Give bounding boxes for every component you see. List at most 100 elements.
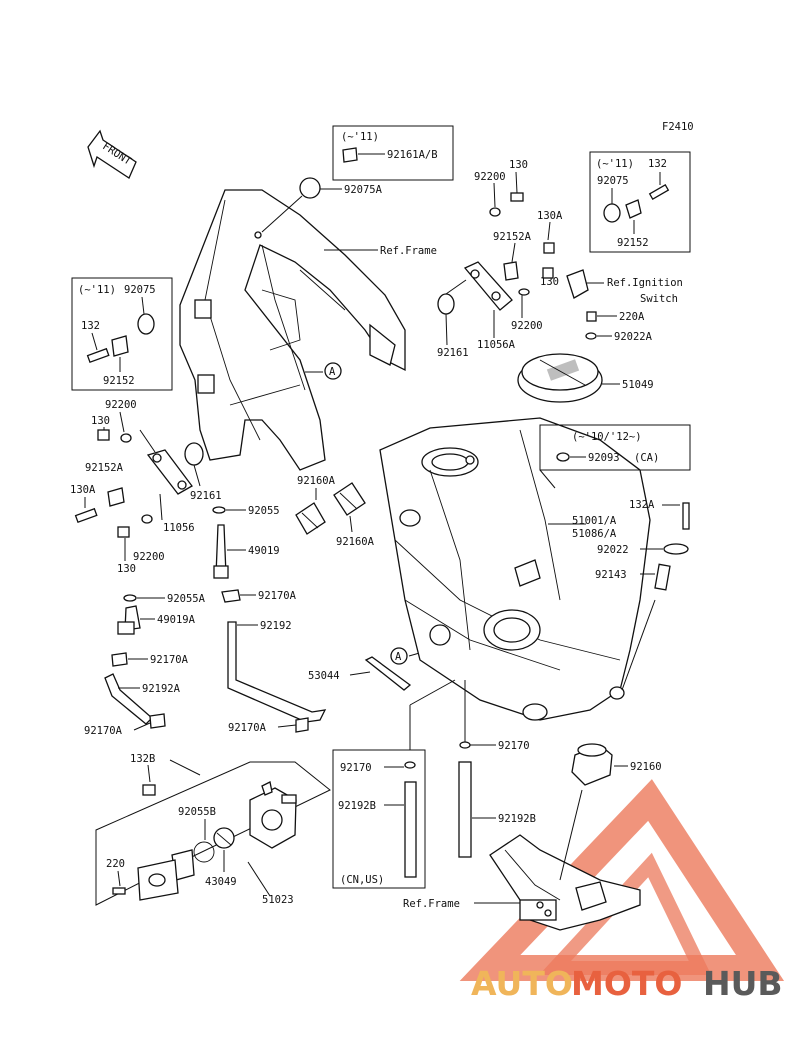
svg-text:MOTO: MOTO [571,964,682,1003]
fuel-tap-51023 [249,781,297,849]
ref-frame-label: Ref.Frame [380,245,437,257]
svg-text:92152A: 92152A [493,231,532,243]
box-fuel-tap [95,761,331,906]
bolt-130-left2 [117,526,130,538]
hose-92192 [227,621,327,723]
svg-text:A: A [395,651,402,663]
svg-text:92170A: 92170A [150,654,189,666]
svg-text:(CN,US): (CN,US) [340,874,384,886]
clamp-92170-right [459,741,471,749]
screw-220 [112,887,126,895]
svg-text:AUTO: AUTO [471,964,573,1003]
svg-text:92170: 92170 [498,740,530,752]
clamp-92170A-4 [295,717,309,733]
figure-code: F2410 [662,121,694,133]
watermark-text: AUTO MOTO HUB [471,964,783,1003]
svg-text:132A: 132A [629,499,655,511]
gasket-92093 [556,452,570,462]
svg-text:92075: 92075 [124,284,156,296]
washer-92022 [663,543,689,555]
box-top-center-note: (~'11) [341,131,379,143]
label-92161AB: 92161A/B [387,149,438,161]
svg-text:92152A: 92152A [85,462,124,474]
hose-92192B-right [458,761,472,858]
svg-text:130: 130 [117,563,136,575]
frame-drawing [179,189,406,471]
svg-text:51049: 51049 [622,379,654,391]
fuel-cap-51049 [517,353,603,403]
ref-frame-bottom-label: Ref.Frame [403,898,460,910]
svg-text:132: 132 [648,158,667,170]
cap-pad-icon [342,147,358,163]
ignition-switch-icon [566,269,589,299]
pad-53044 [364,656,412,691]
washer-92200-left [120,433,132,443]
bolt-132A [682,502,690,530]
box-top-right [589,151,691,253]
clamp-92170A-2 [111,652,128,667]
svg-text:43049: 43049 [205,876,237,888]
svg-text:92143: 92143 [595,569,627,581]
svg-text:(CA): (CA) [634,452,659,464]
bolt-132B [142,784,156,796]
svg-text:92200: 92200 [474,171,506,183]
svg-text:51086/A: 51086/A [572,528,617,540]
svg-text:92075: 92075 [597,175,629,187]
svg-text:Ref.Ignition: Ref.Ignition [607,277,683,289]
bolt-132-left [86,347,110,364]
svg-text:130A: 130A [70,484,96,496]
washer-92200 [489,207,501,217]
grommet-92075-tr [603,203,621,223]
svg-text:92170A: 92170A [258,590,297,602]
pad-92160A-1 [295,502,326,535]
bottom-frame-drawing [489,834,641,931]
svg-text:A: A [329,366,336,378]
oring-92055 [212,506,226,514]
svg-text:92200: 92200 [511,320,543,332]
svg-text:(~'11): (~'11) [596,158,634,170]
callout-a-top: A [305,362,342,380]
collar-92152-tr [625,199,642,219]
svg-text:HUB: HUB [703,964,783,1003]
bolt-130-left [97,429,110,441]
oring-92055B [193,841,215,863]
svg-text:92152: 92152 [617,237,649,249]
grommet-92075-left [137,313,155,335]
svg-text:132B: 132B [130,753,155,765]
svg-text:92161: 92161 [190,490,222,502]
bolt-130 [510,192,524,202]
bolt-130A-left [74,507,98,524]
svg-text:132: 132 [81,320,100,332]
hose-92192B-left [404,781,417,878]
svg-text:53044: 53044 [308,670,340,682]
svg-text:49019: 49019 [248,545,280,557]
svg-text:92160A: 92160A [297,475,336,487]
svg-text:92192B: 92192B [338,800,376,812]
svg-text:11056: 11056 [163,522,195,534]
svg-text:92075A: 92075A [344,184,383,196]
box-cap [539,424,691,471]
front-arrow-icon: FRONT [87,129,137,179]
grommet-92075A [299,177,321,199]
svg-text:92192B: 92192B [498,813,536,825]
screw-220A [586,311,597,322]
svg-text:92170A: 92170A [84,725,123,737]
bolt-132-tr [648,184,670,200]
clamp-92170A-1 [221,589,241,603]
svg-text:92055B: 92055B [178,806,216,818]
svg-text:92192A: 92192A [142,683,181,695]
svg-text:92022: 92022 [597,544,629,556]
svg-text:92200: 92200 [133,551,165,563]
svg-text:130: 130 [91,415,110,427]
svg-text:(~'11): (~'11) [78,284,116,296]
damper-92161 [437,293,455,315]
svg-text:51001/A: 51001/A [572,515,617,527]
svg-text:92192: 92192 [260,620,292,632]
svg-text:92170: 92170 [340,762,372,774]
collar-92152A-left [107,487,125,507]
box-left [71,277,173,391]
svg-text:92161: 92161 [437,347,469,359]
fuel-tank-51001 [379,417,651,721]
svg-text:92093: 92093 [588,452,620,464]
